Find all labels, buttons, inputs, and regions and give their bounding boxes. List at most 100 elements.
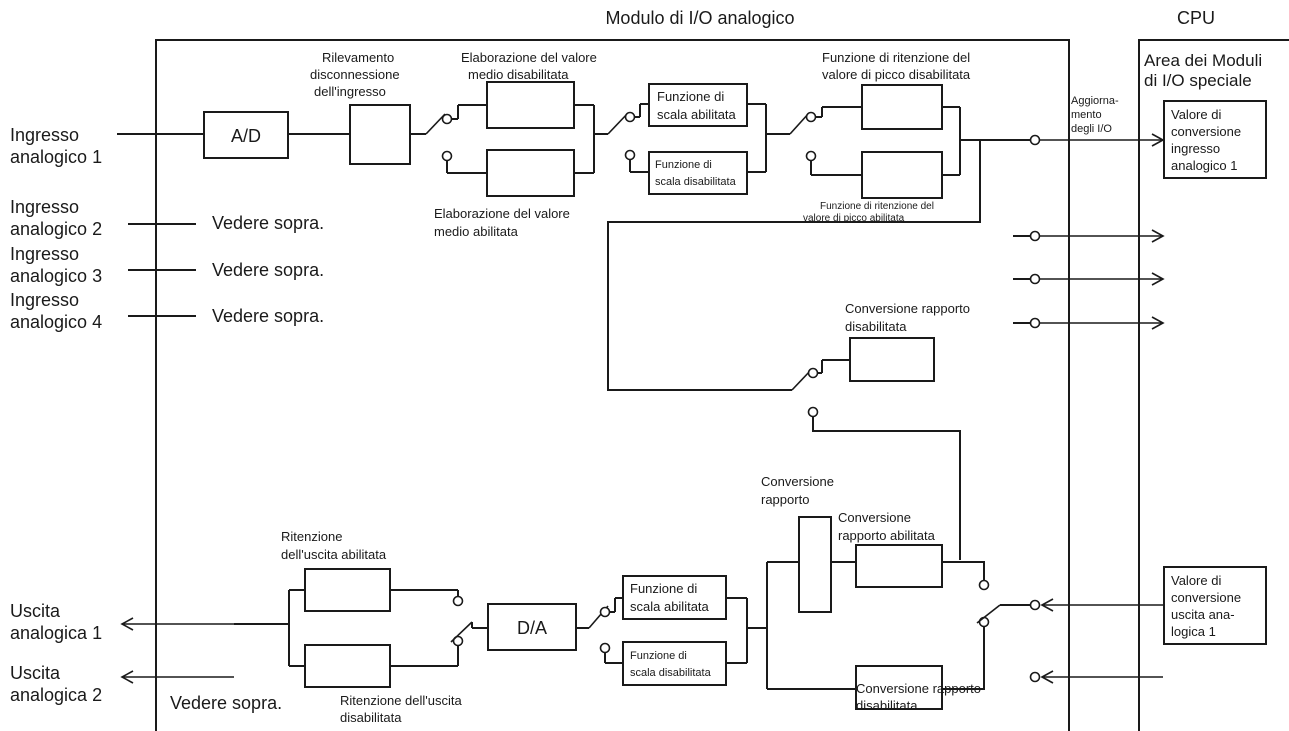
disconnect-label-3: dell'ingresso: [314, 84, 386, 99]
ad-converter-label: A/D: [231, 126, 261, 146]
ratio-out-switch-contact-lower: [978, 616, 990, 628]
input-scaling-enabled-box: [648, 83, 748, 127]
io-update-label-1: Aggiorna-: [1071, 95, 1119, 107]
ratio-tall-box: [798, 516, 832, 613]
peak-disabled-label-1: Funzione di ritenzione del: [822, 50, 970, 65]
hold-switch-contact-upper: [452, 595, 464, 607]
input-scaling-enabled-label-2: scala abilitata: [657, 107, 737, 122]
hold-switch-blade: [450, 621, 473, 643]
input-3-see-above: Vedere sopra.: [212, 260, 324, 280]
input-2-see-above: Vedere sopra.: [212, 213, 324, 233]
input-scaling-disabled-label-2: scala disabilitata: [655, 176, 737, 188]
input-2-label-line-2: analogico 2: [10, 219, 102, 239]
input-2-label-line-1: Ingresso: [10, 197, 79, 217]
input-conversion-value-box: [1163, 100, 1267, 179]
output-value-line-2: conversione: [1171, 590, 1241, 605]
hold-disabled-box: [304, 644, 391, 688]
input-1-label-line-1: Ingresso: [10, 125, 79, 145]
ratio-out-switch-blade: [976, 604, 1001, 624]
output-scaling-enabled-label-2: scala abilitata: [630, 599, 710, 614]
hold-enabled-box: [304, 568, 391, 612]
da-converter-box: [487, 603, 577, 651]
ratio-enabled-label-2: rapporto abilitata: [838, 528, 936, 543]
input-scaling-disabled-box: [648, 151, 748, 195]
ratio-title-label-1: Conversione: [761, 474, 834, 489]
input-value-line-4: analogico 1: [1171, 158, 1238, 173]
input-3-label-line-2: analogico 3: [10, 266, 102, 286]
io-update-contact-output-1: [1029, 599, 1041, 611]
peak-hold-disabled-box: [861, 84, 943, 130]
ratio-enabled-out: [942, 561, 985, 580]
cpu-header: CPU: [1177, 8, 1215, 28]
output-1-label-line-1: Uscita: [10, 601, 61, 621]
peak-enabled-label-1: Funzione di ritenzione del: [820, 201, 934, 212]
ratio-disabled-top-label-1: Conversione rapporto: [845, 301, 970, 316]
input-3-label-line-1: Ingresso: [10, 244, 79, 264]
input-scaling-disabled-label-1: Funzione di: [655, 159, 712, 171]
io-update-contact-input-3: [1029, 273, 1041, 285]
peak-enabled-label-2: valore di picco abilitata: [803, 213, 905, 224]
disconnect-detection-box: [349, 104, 411, 165]
hold-switch-contact-lower: [452, 635, 464, 647]
ad-converter-box: [203, 111, 289, 159]
ratio-disabled-top-label-2: disabilitata: [845, 319, 907, 334]
peak-hold-enabled-box: [861, 151, 943, 199]
ratio-title-label-2: rapporto: [761, 492, 809, 507]
hold-enabled-label-1: Ritenzione: [281, 529, 342, 544]
cpu-area-title-2: di I/O speciale: [1144, 71, 1252, 90]
ratio-top-lower-path: [812, 417, 961, 560]
avg-enabled-label-2: medio abilitata: [434, 224, 519, 239]
input-scale-switch-blade: [607, 112, 629, 135]
output-value-line-1: Valore di: [1171, 573, 1221, 588]
peak-hold-switch-contact-bottom: [805, 150, 817, 162]
averaging-enabled-box: [486, 149, 575, 197]
input-scale-switch-contact-top: [624, 111, 636, 123]
io-update-label-3: degli I/O: [1071, 123, 1112, 135]
io-update-contact-input-4: [1029, 317, 1041, 329]
averaging-switch-blade: [425, 113, 446, 135]
ratio-disabled-top-box: [849, 337, 935, 382]
peak-hold-switch-contact-top: [805, 111, 817, 123]
input-4-label-line-1: Ingresso: [10, 290, 79, 310]
input-scale-switch-contact-bottom: [624, 149, 636, 161]
output-scaling-disabled-label-1: Funzione di: [630, 650, 687, 662]
ratio-out-switch-contact-upper: [978, 579, 990, 591]
peak-to-ratio-bus: [607, 140, 981, 391]
output-scale-switch-contact-top: [599, 606, 611, 618]
hold-disabled-label-2: disabilitata: [340, 710, 402, 725]
disconnect-label-2: disconnessione: [310, 67, 400, 82]
input-value-line-1: Valore di: [1171, 107, 1221, 122]
output-conversion-value-box: [1163, 566, 1267, 645]
averaging-switch-contact-bottom: [441, 150, 453, 162]
module-frame: [155, 39, 1070, 731]
ratio-disabled-out: [942, 627, 985, 690]
input-value-line-3: ingresso: [1171, 141, 1220, 156]
io-update-label-2: mento: [1071, 109, 1102, 121]
ratio-disabled-bottom-box: [855, 665, 943, 710]
avg-disabled-label-2: medio disabilitata: [468, 67, 569, 82]
ratio-disabled-bottom-label-1: Conversione rapporto: [856, 681, 981, 696]
output-1-label-line-2: analogica 1: [10, 623, 102, 643]
ratio-disabled-bottom-label-2: disabilitata: [856, 698, 918, 713]
input-4-label-line-2: analogico 4: [10, 312, 102, 332]
input-value-line-2: conversione: [1171, 124, 1241, 139]
output-scale-switch-contact-bottom: [599, 642, 611, 654]
io-update-contact-input-1: [1029, 134, 1041, 146]
cpu-area-title-1: Area dei Moduli: [1144, 51, 1262, 70]
hold-enabled-label-2: dell'uscita abilitata: [281, 547, 387, 562]
ratio-top-switch-contact-lower: [807, 406, 819, 418]
avg-enabled-label-1: Elaborazione del valore: [434, 206, 570, 221]
output-2-label-line-2: analogica 2: [10, 685, 102, 705]
input-1-label-line-2: analogico 1: [10, 147, 102, 167]
input-scaling-enabled-label-1: Funzione di: [657, 89, 724, 104]
module-header: Modulo di I/O analogico: [605, 8, 794, 28]
peak-disabled-label-2: valore di picco disabilitata: [822, 67, 971, 82]
hold-disabled-label-1: Ritenzione dell'uscita: [340, 693, 462, 708]
ratio-top-switch-contact-upper: [807, 367, 819, 379]
output-scaling-disabled-box: [622, 641, 727, 686]
output-value-line-4: logica 1: [1171, 624, 1216, 639]
output-value-line-3: uscita ana-: [1171, 607, 1235, 622]
input-4-see-above: Vedere sopra.: [212, 306, 324, 326]
da-converter-label: D/A: [517, 618, 547, 638]
